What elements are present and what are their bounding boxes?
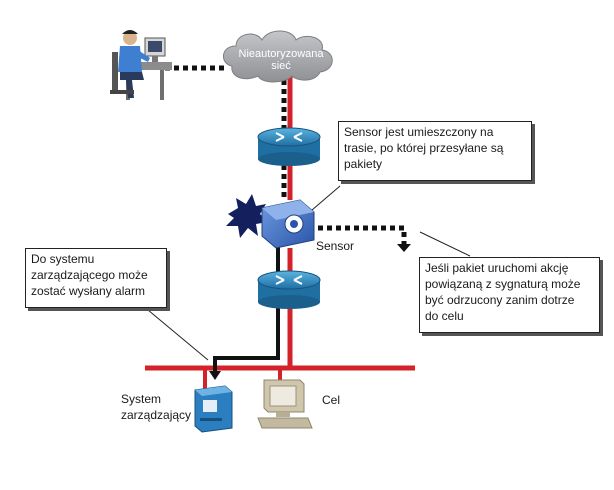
callout-drop-line3: być odrzucony zanim dotrze	[425, 293, 575, 307]
callout-alarm-line1: Do systemu	[31, 252, 95, 266]
callout-drop-line4: do celu	[425, 309, 464, 323]
callout-alarm-line3: zostać wysłany alarm	[31, 284, 146, 298]
user-workstation-icon	[110, 30, 172, 100]
cloud-label-line2: sieć	[271, 60, 291, 72]
computer-icon	[257, 379, 313, 429]
management-label-line2: zarządzający	[121, 408, 192, 422]
callout-sensor-line2: trasie, po której przesyłane są	[344, 141, 504, 155]
callout-sensor-line3: pakiety	[344, 157, 383, 171]
sensor-icon	[261, 199, 315, 249]
leader-sensor-callout	[311, 185, 341, 211]
traffic-path-dropped	[318, 225, 407, 244]
alert-burst-icon	[226, 194, 268, 238]
drop-arrow-head	[397, 244, 411, 252]
management-system-label: System zarządzający	[121, 391, 191, 423]
callout-drop-line2: powiązaną z sygnaturą może	[425, 277, 581, 291]
sensor-label: Sensor	[316, 239, 355, 253]
cloud-label: Nieautoryzowana sieć	[236, 48, 326, 72]
callout-alarm: Do systemu zarządzającego może zostać wy…	[25, 248, 167, 308]
management-label-line1: System	[121, 392, 162, 406]
cloud-label-line1: Nieautoryzowana	[238, 48, 324, 60]
callout-sensor-line1: Sensor jest umieszczony na	[344, 125, 494, 139]
callout-sensor-inline: Sensor jest umieszczony na trasie, po kt…	[338, 121, 532, 181]
leader-drop-callout	[419, 231, 471, 257]
alarm-arrow-head	[209, 371, 221, 380]
router-icon	[257, 270, 321, 309]
router-icon	[257, 127, 321, 166]
target-label: Cel	[322, 393, 341, 407]
callout-alarm-line2: zarządzającego może	[31, 268, 148, 282]
leader-alarm-callout	[147, 309, 209, 361]
callout-drop: Jeśli pakiet uruchomi akcję powiązaną z …	[419, 257, 600, 333]
callout-drop-line1: Jeśli pakiet uruchomi akcję	[425, 261, 569, 275]
cloud-icon	[223, 30, 333, 83]
server-icon	[194, 385, 233, 433]
